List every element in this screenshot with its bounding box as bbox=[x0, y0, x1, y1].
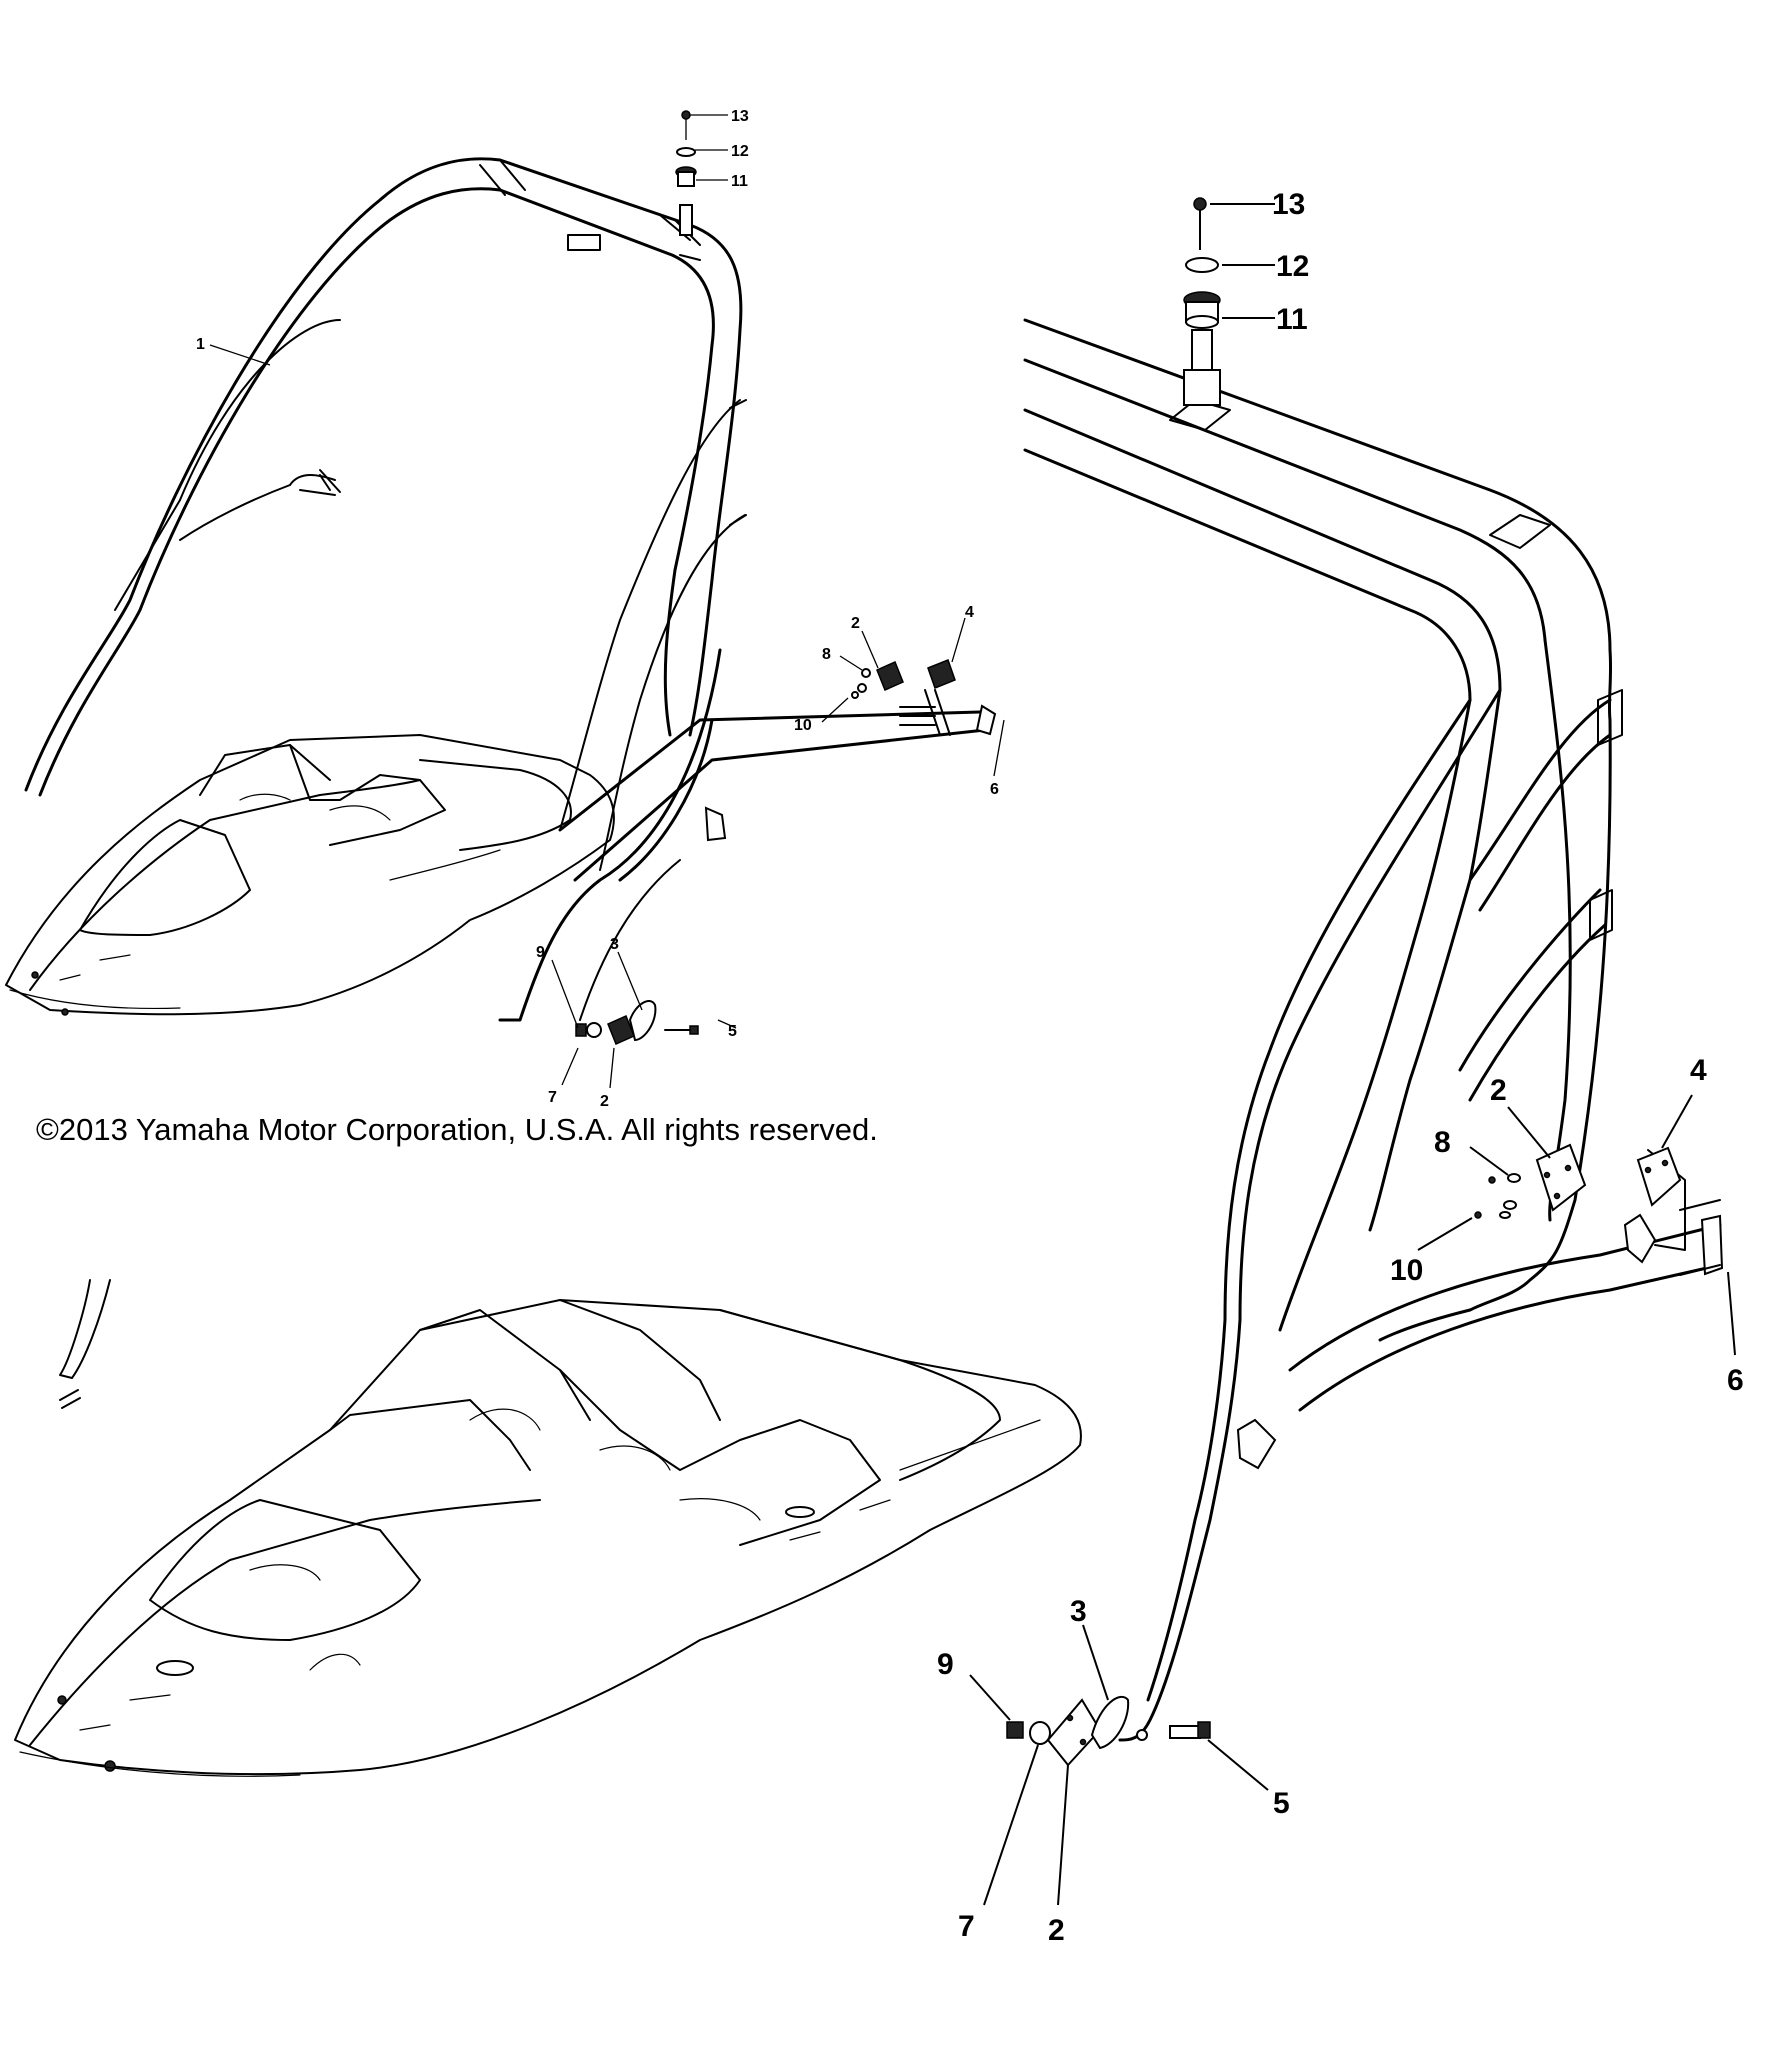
callout-large-9: 9 bbox=[937, 1648, 954, 1681]
callout-large-2-upper: 2 bbox=[1490, 1074, 1507, 1107]
callout-large-12: 12 bbox=[1276, 250, 1309, 283]
copyright-notice: ©2013 Yamaha Motor Corporation, U.S.A. A… bbox=[36, 1112, 878, 1147]
leader-lines bbox=[209, 114, 1736, 1906]
small-top-hardware bbox=[675, 110, 697, 236]
callout-small-6: 6 bbox=[990, 781, 999, 798]
callout-large-3: 3 bbox=[1070, 1595, 1087, 1628]
callout-small-2-lower: 2 bbox=[600, 1093, 609, 1110]
callout-large-11: 11 bbox=[1276, 303, 1308, 336]
callout-small-1: 1 bbox=[196, 336, 205, 353]
small-tower-frame bbox=[24, 157, 997, 1022]
callout-small-12: 12 bbox=[731, 143, 749, 160]
large-view-callouts: 13 12 11 2 4 8 10 6 9 3 5 7 2 bbox=[937, 188, 1744, 1947]
callout-small-4: 4 bbox=[965, 604, 974, 621]
small-boat-hull bbox=[5, 734, 615, 1016]
small-bracket-hardware bbox=[575, 659, 956, 1046]
callout-large-8: 8 bbox=[1434, 1126, 1451, 1159]
large-bracket-hardware bbox=[1474, 1143, 1682, 1219]
small-view-callouts: 13 12 11 1 2 8 10 4 6 9 3 5 7 2 bbox=[196, 108, 999, 1110]
callout-small-3: 3 bbox=[610, 936, 619, 953]
large-boat-hull bbox=[14, 1279, 1082, 1777]
callout-large-5: 5 bbox=[1273, 1787, 1290, 1820]
callout-large-4: 4 bbox=[1690, 1054, 1707, 1087]
callout-large-2-lower: 2 bbox=[1048, 1914, 1065, 1947]
large-foot-hardware bbox=[1006, 1695, 1211, 1767]
callout-small-11: 11 bbox=[731, 173, 748, 190]
callout-large-10: 10 bbox=[1390, 1254, 1423, 1287]
callout-small-5: 5 bbox=[728, 1023, 737, 1040]
callout-small-13: 13 bbox=[731, 108, 749, 125]
callout-small-2-upper: 2 bbox=[851, 615, 860, 632]
large-tower-frame bbox=[1023, 318, 1724, 1742]
callout-small-8: 8 bbox=[822, 646, 831, 663]
callout-small-10: 10 bbox=[794, 717, 812, 734]
large-top-hardware bbox=[1183, 197, 1221, 406]
callout-small-7: 7 bbox=[548, 1089, 557, 1106]
callout-large-6: 6 bbox=[1727, 1364, 1744, 1397]
callout-small-9: 9 bbox=[536, 944, 545, 961]
callout-large-7: 7 bbox=[958, 1910, 975, 1943]
callout-large-13: 13 bbox=[1272, 188, 1305, 221]
